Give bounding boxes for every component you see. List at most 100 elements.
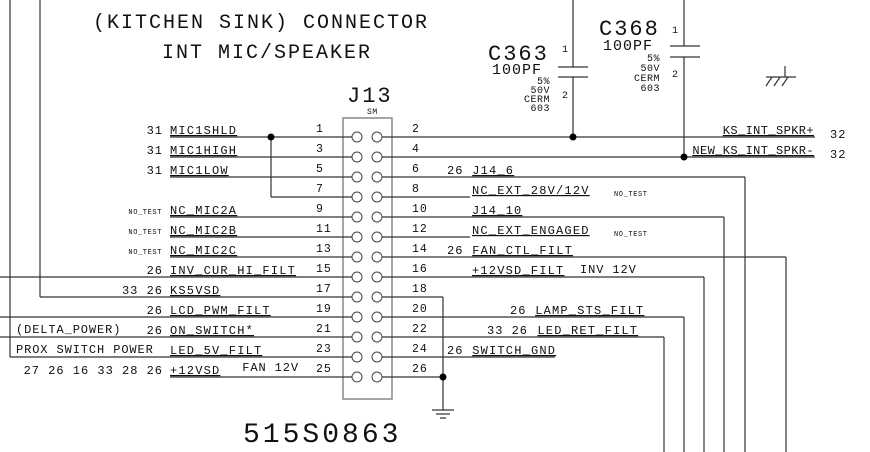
net-note: INV 12V [580, 263, 637, 277]
net-label: KS_INT_SPKR+ [723, 124, 814, 138]
junction-dot [569, 133, 577, 141]
net-label: +12VSD [170, 364, 220, 378]
pin-number: 4 [412, 143, 420, 156]
connector-part-number: 515S0863 [243, 420, 401, 451]
connector-ref: J13 [347, 84, 393, 109]
c363-pin1: 1 [562, 45, 569, 56]
page-refs: 26 [510, 304, 526, 318]
pin-number: 11 [316, 223, 332, 236]
pin-number: 13 [316, 243, 332, 256]
connector-package: SM [367, 108, 378, 117]
net-label: J14_10 [472, 204, 522, 218]
ground-icon [432, 409, 454, 419]
pin-number: 22 [412, 323, 428, 336]
net-label: KS5VSD [170, 284, 220, 298]
pin-8-contact [371, 191, 383, 203]
page-refs: 26 [447, 344, 463, 358]
capacitor-c363: C363 100PF 5% 50V CERM 603 1 2 [488, 0, 588, 137]
page-refs: 31 [147, 144, 163, 158]
pin-number: 10 [412, 203, 428, 216]
title-line-2: INT MIC/SPEAKER [162, 42, 372, 65]
pin-number: 16 [412, 263, 428, 276]
net-label: LED_RET_FILT [537, 324, 638, 338]
net-note: FAN 12V [242, 361, 299, 375]
chassis-ground-icon [765, 66, 796, 87]
net-label: +12VSD_FILT [472, 264, 564, 278]
net-note: PROX SWITCH POWER [16, 343, 154, 357]
net-label: MIC1LOW [170, 164, 229, 178]
c368-pin1: 1 [672, 26, 679, 37]
page-refs: 33 26 [122, 284, 163, 298]
net-label: FAN_CTL_FILT [472, 244, 573, 258]
pin-24-contact [371, 351, 383, 363]
page-refs: 26 [147, 264, 163, 278]
pin-number: 24 [412, 343, 428, 356]
pin-number: 8 [412, 183, 420, 196]
c368-tolerance: 5% [647, 54, 660, 65]
c363-size: 603 [530, 104, 550, 115]
page-refs: 32 [830, 128, 846, 142]
title-line-1: (KITCHEN SINK) CONNECTOR [93, 12, 429, 35]
junction-dot [439, 373, 447, 381]
c368-symbol [670, 0, 700, 157]
c363-symbol [558, 0, 588, 137]
pin-4-contact [371, 151, 383, 163]
net-label: NC_MIC2A [170, 204, 237, 218]
page-refs: 26 [447, 164, 463, 178]
pin-2-contact [371, 131, 383, 143]
pin-1-contact [351, 131, 363, 143]
pin-6-contact [371, 171, 383, 183]
pin-number: 26 [412, 363, 428, 376]
net-label: NC_MIC2B [170, 224, 237, 238]
pin-20-contact [371, 311, 383, 323]
junction-dot [267, 133, 275, 141]
pin-5-contact [351, 171, 363, 183]
c363-type: CERM [524, 95, 550, 106]
net-label: NC_EXT_28V/12V [472, 184, 590, 198]
pin-number: 9 [316, 203, 324, 216]
pin-15-contact [351, 271, 363, 283]
pin-number: 17 [316, 283, 332, 296]
no-test-flag: NO_TEST [128, 249, 162, 257]
pin-9-contact [351, 211, 363, 223]
net-label: NC_EXT_ENGAGED [472, 224, 590, 238]
no-test-flag: NO_TEST [614, 231, 648, 239]
c368-value: 100PF [603, 38, 653, 55]
c368-type: CERM [634, 74, 660, 85]
pin-number: 20 [412, 303, 428, 316]
pin-number: 15 [316, 263, 332, 276]
net-label: LAMP_STS_FILT [535, 304, 644, 318]
pin-number: 21 [316, 323, 332, 336]
pin-number: 19 [316, 303, 332, 316]
net-label: SWITCH_GND [472, 344, 556, 358]
pin-number: 25 [316, 363, 332, 376]
no-test-flag: NO_TEST [128, 209, 162, 217]
pin-26-contact [371, 371, 383, 383]
c363-ref: C363 [488, 42, 549, 67]
page-refs: 27 26 16 33 28 26 [24, 364, 163, 378]
pin-number: 1 [316, 123, 324, 136]
net-label: MIC1SHLD [170, 124, 237, 138]
pin-number: 3 [316, 143, 324, 156]
c363-tolerance: 5% [537, 77, 550, 88]
no-test-flag: NO_TEST [614, 191, 648, 199]
c368-size: 603 [640, 84, 660, 95]
pin-10-contact [371, 211, 383, 223]
pin-12-contact [371, 231, 383, 243]
c363-value: 100PF [492, 62, 542, 79]
junction-dot [680, 153, 688, 161]
c368-ref: C368 [599, 17, 660, 42]
pin-14-contact [371, 251, 383, 263]
net-label: ON_SWITCH* [170, 324, 254, 338]
page-refs: 31 [147, 124, 163, 138]
pin-number: 14 [412, 243, 428, 256]
net-label: INV_CUR_HI_FILT [170, 264, 296, 278]
c368-pin2: 2 [672, 70, 679, 81]
pin-number: 7 [316, 183, 324, 196]
net-label: NEW_KS_INT_SPKR- [692, 144, 814, 158]
page-refs: 26 [147, 324, 163, 338]
page-refs: 26 [147, 304, 163, 318]
pin-21-contact [351, 331, 363, 343]
pin-11-contact [351, 231, 363, 243]
